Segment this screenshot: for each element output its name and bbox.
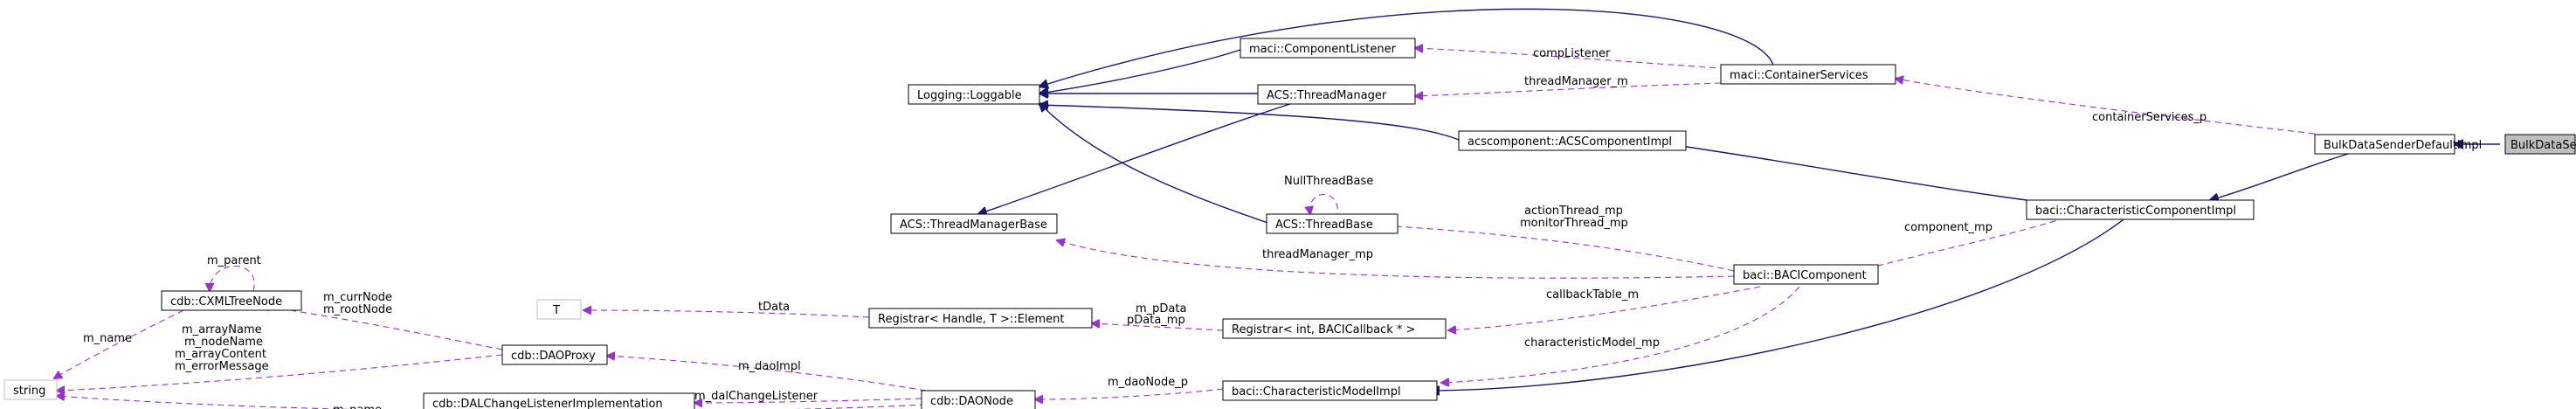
node-containerservices[interactable]: maci::ContainerServices xyxy=(1720,64,1896,85)
label-threadmanager-m: threadManager_m xyxy=(1524,75,1628,88)
label-m-daonode-p: m_daoNode_p xyxy=(1108,376,1188,389)
edge-daonode-p xyxy=(1035,388,1224,399)
edge-pdata xyxy=(1092,323,1224,331)
node-label: BulkDataSenderNotifImpl xyxy=(2510,139,2576,152)
node-threadbase[interactable]: ACS::ThreadBase xyxy=(1266,213,1398,234)
node-label: baci::CharacteristicComponentImpl xyxy=(2035,204,2236,218)
node-label: cdb::DALChangeListenerImplementation xyxy=(432,398,663,409)
node-threadmanager[interactable]: ACS::ThreadManager xyxy=(1257,84,1416,105)
node-cxmltreenode[interactable]: cdb::CXMLTreeNode xyxy=(161,290,302,311)
label-m-arraycontent: m_arrayContent xyxy=(175,348,266,361)
node-t[interactable]: T xyxy=(536,299,582,320)
node-label: Registrar< Handle, T >::Element xyxy=(878,313,1065,326)
label-actionthread-mp: actionThread_mp xyxy=(1524,204,1623,218)
label-m-currnode: m_currNode xyxy=(323,291,392,304)
edge-complistener xyxy=(1415,48,1748,71)
edge-acscomponent-to-loggable xyxy=(1039,105,1460,141)
edge-arraystrings xyxy=(57,354,503,391)
node-label: maci::ContainerServices xyxy=(1730,69,1868,82)
node-bulkdatasendernotifimpl[interactable]: BulkDataSenderNotifImpl xyxy=(2504,134,2576,155)
node-label: T xyxy=(552,304,560,317)
edge-component-mp xyxy=(1852,217,2067,273)
node-acscomponentimpl[interactable]: acscomponent::ACSComponentImpl xyxy=(1458,130,1687,151)
node-label: cdb::DAOProxy xyxy=(511,350,596,363)
edge-charcomponent-to-acscomponent xyxy=(1668,144,2027,201)
node-daonode[interactable]: cdb::DAONode xyxy=(921,390,1036,409)
node-label: Logging::Loggable xyxy=(917,89,1022,102)
node-bacicomponent[interactable]: baci::BACIComponent xyxy=(1733,264,1879,285)
edge-componentlistener-to-loggable xyxy=(1039,49,1241,94)
label-characteristicmodel-mp: characteristicModel_mp xyxy=(1524,336,1660,350)
node-label: baci::BACIComponent xyxy=(1743,269,1867,282)
edge-containerservices-to-loggable xyxy=(1039,8,1774,87)
label-m-errormessage: m_errorMessage xyxy=(175,360,269,373)
node-bulkdatasenderdefaultimpl[interactable]: BulkDataSenderDefaultImpl xyxy=(2314,134,2482,155)
inheritance-edges xyxy=(978,8,2500,392)
node-label: cdb::CXMLTreeNode xyxy=(170,295,282,308)
node-characteristicmodelimpl[interactable]: baci::CharacteristicModelImpl xyxy=(1222,380,1438,401)
node-label: maci::ComponentListener xyxy=(1249,43,1397,56)
node-daoproxy[interactable]: cdb::DAOProxy xyxy=(501,344,608,365)
edge-tdata xyxy=(584,310,870,318)
edge-charcomponent-to-charmodel xyxy=(1430,212,2132,392)
label-m-name-xml: m_name xyxy=(83,332,132,345)
edge-senderdefault-to-charcomponent xyxy=(2210,151,2355,200)
label-monitorthread-mp: monitorThread_mp xyxy=(1520,217,1628,230)
node-label: ACS::ThreadManagerBase xyxy=(900,218,1047,232)
edge-containerservices-p xyxy=(1896,79,2316,135)
label-m-daoimpl: m_daoImpl xyxy=(738,360,801,373)
label-m-pdata: m_pData xyxy=(1136,302,1186,315)
edge-xml-parent xyxy=(210,265,255,292)
node-dalchangelistenerimplementation[interactable]: cdb::DALChangeListenerImplementation xyxy=(423,392,695,409)
usage-edges xyxy=(54,48,2316,409)
label-containerservices-p: containerServices_p xyxy=(2092,111,2207,124)
node-loggable[interactable]: Logging::Loggable xyxy=(908,84,1040,105)
edge-labels: containerServices_p compListener threadM… xyxy=(83,47,2207,409)
node-registrar-handle[interactable]: Registrar< Handle, T >::Element xyxy=(868,308,1093,329)
node-registrar-int[interactable]: Registrar< int, BACICallback * > xyxy=(1222,318,1447,339)
label-threadmanager-mp: threadManager_mp xyxy=(1262,248,1373,261)
node-characteristiccomponentimpl[interactable]: baci::CharacteristicComponentImpl xyxy=(2026,199,2255,220)
node-string[interactable]: string xyxy=(3,379,58,400)
label-m-dalchangelistener: m_dalChangeListener xyxy=(694,390,818,403)
label-callbacktable-m: callbackTable_m xyxy=(1546,288,1639,302)
edge-threadbase-to-loggable xyxy=(1039,103,1276,226)
label-m-rootnode: m_rootNode xyxy=(323,303,392,316)
edge-currnode-rootnode xyxy=(262,306,503,350)
edge-daoimpl xyxy=(607,356,927,392)
label-m-nodename: m_nodeName xyxy=(184,336,263,349)
label-m-parent: m_parent xyxy=(207,254,261,267)
node-label: BulkDataSenderDefaultImpl xyxy=(2324,139,2482,152)
edge-name-xml xyxy=(54,309,184,378)
label-nullthreadbase: NullThreadBase xyxy=(1284,175,1373,188)
node-threadmanagerbase[interactable]: ACS::ThreadManagerBase xyxy=(890,213,1058,234)
node-label: acscomponent::ACSComponentImpl xyxy=(1468,135,1672,149)
node-label: string xyxy=(13,385,45,398)
edge-characteristicmodel-mp xyxy=(1441,286,1800,383)
node-label: ACS::ThreadManager xyxy=(1267,89,1387,102)
node-componentlistener[interactable]: maci::ComponentListener xyxy=(1240,38,1416,59)
label-tdata: tData xyxy=(758,301,790,314)
edge-action-monitor-thread xyxy=(1380,225,1735,272)
edge-threadmanager-to-threadmanagerbase xyxy=(978,102,1294,214)
node-label: ACS::ThreadBase xyxy=(1275,218,1373,232)
label-pdata-mp: pData_mp xyxy=(1127,314,1185,327)
node-label: cdb::DAONode xyxy=(930,395,1013,408)
label-m-arrayname: m_arrayName xyxy=(182,323,262,336)
edge-threadmanager-mp xyxy=(1057,240,1735,279)
label-complistener: compListener xyxy=(1533,47,1611,60)
label-component-mp: component_mp xyxy=(1904,221,1992,234)
node-label: Registrar< int, BACICallback * > xyxy=(1232,323,1415,336)
edge-dalchangelistener xyxy=(694,398,922,403)
edge-name-dao xyxy=(57,396,927,409)
node-label: baci::CharacteristicModelImpl xyxy=(1232,385,1401,399)
edge-threadmanager-m xyxy=(1415,82,1722,96)
label-m-name-dao: m_name xyxy=(333,404,382,409)
edge-nullthreadbase xyxy=(1310,193,1338,220)
